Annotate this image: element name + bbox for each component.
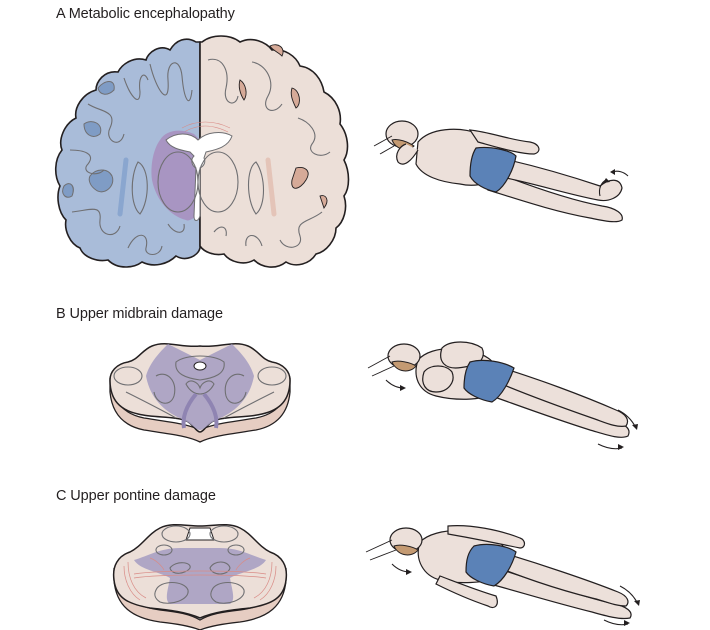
pons-section bbox=[112, 523, 288, 630]
lesion-region-pons bbox=[134, 548, 266, 604]
patient-shorts bbox=[469, 146, 517, 193]
panel-c-title: C Upper pontine damage bbox=[56, 488, 216, 504]
lateral-ventricles bbox=[165, 132, 233, 221]
pontine-fibers bbox=[123, 557, 277, 601]
midbrain-section bbox=[109, 343, 291, 443]
lesion-region-diencephalon bbox=[151, 130, 200, 221]
panel-a-title: A Metabolic encephalopathy bbox=[56, 6, 235, 22]
patient-figure-normal bbox=[373, 120, 629, 223]
coronal-brain-section bbox=[54, 35, 350, 268]
patient-shorts bbox=[465, 543, 517, 587]
patient-shorts bbox=[463, 359, 515, 403]
patient-figure-decorticate bbox=[367, 341, 638, 450]
panel-b-title: B Upper midbrain damage bbox=[56, 306, 223, 322]
patient-figure-decerebrate bbox=[365, 525, 640, 626]
left-hemisphere-affected bbox=[54, 38, 201, 268]
right-hemisphere bbox=[199, 35, 350, 268]
